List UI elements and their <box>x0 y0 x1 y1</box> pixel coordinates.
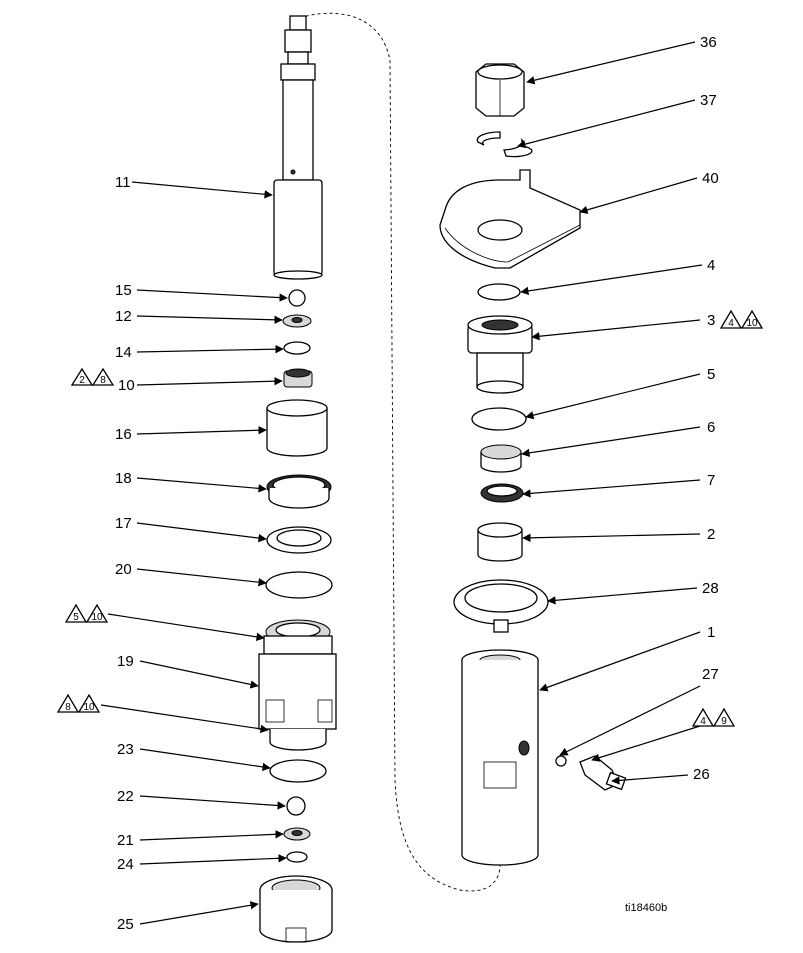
part-19-housing <box>258 619 337 751</box>
svg-text:9: 9 <box>721 716 727 727</box>
callout-22: 22 <box>117 788 134 805</box>
part-24-oring <box>286 851 308 863</box>
part-28-nut <box>453 579 549 633</box>
callout-26: 26 <box>693 766 710 783</box>
svg-text:10: 10 <box>746 318 758 329</box>
callout-7: 7 <box>707 472 715 489</box>
part-11-displacement-rod <box>273 15 323 280</box>
svg-text:10: 10 <box>83 702 95 713</box>
part-3-bushing <box>467 315 533 394</box>
assembly-path <box>299 12 501 892</box>
callout-1: 1 <box>707 624 715 641</box>
part-1-cylinder <box>461 649 539 866</box>
callout-28: 28 <box>702 580 719 597</box>
svg-text:5: 5 <box>73 612 79 623</box>
callout-19: 19 <box>117 653 134 670</box>
part-21-seat <box>283 827 311 841</box>
callout-25: 25 <box>117 916 134 933</box>
part-4-oring <box>477 283 521 301</box>
callout-4: 4 <box>707 257 715 274</box>
callout-18: 18 <box>115 470 132 487</box>
part-23-oring <box>269 759 327 783</box>
callout-14: 14 <box>115 344 132 361</box>
right-callout-labels: 36 37 40 4 3 5 6 7 2 28 1 27 26 <box>693 34 719 783</box>
part-25-cap <box>259 875 333 943</box>
part-15-ball <box>288 289 306 307</box>
warning-3: 4 10 <box>719 309 764 329</box>
callout-15: 15 <box>115 282 132 299</box>
callout-23: 23 <box>117 741 134 758</box>
warning-left-lower: 8 10 <box>56 693 101 713</box>
part-5-oring <box>471 407 527 431</box>
part-10-seat-housing <box>283 368 313 388</box>
part-16-bearing <box>266 399 328 457</box>
part-17-gland <box>266 526 332 554</box>
callout-2: 2 <box>707 526 715 543</box>
figure-id: ti18460b <box>625 902 667 914</box>
callout-12: 12 <box>115 308 132 325</box>
callout-40: 40 <box>702 170 719 187</box>
callout-24: 24 <box>117 856 134 873</box>
callout-11: 11 <box>115 174 131 191</box>
svg-text:4: 4 <box>728 318 734 329</box>
callout-6: 6 <box>707 419 715 436</box>
part-6-bearing <box>480 444 522 473</box>
callout-3: 3 <box>707 312 715 329</box>
part-40-plate <box>439 169 581 269</box>
callout-10: 10 <box>118 377 135 394</box>
svg-text:8: 8 <box>100 375 106 386</box>
callout-21: 21 <box>117 832 134 849</box>
part-18-packing <box>266 474 332 509</box>
part-37-clip <box>476 131 533 158</box>
part-20-oring <box>265 571 333 599</box>
part-27-washer <box>555 755 567 767</box>
svg-text:2: 2 <box>79 375 85 386</box>
part-12-seat <box>282 314 312 328</box>
callout-5: 5 <box>707 366 715 383</box>
part-14-oring <box>283 341 311 355</box>
warning-10: 2 8 <box>70 367 115 386</box>
part-7-seal <box>480 483 524 503</box>
svg-text:10: 10 <box>91 612 103 623</box>
warning-26: 4 9 <box>691 707 736 727</box>
callout-37: 37 <box>700 92 717 109</box>
callout-17: 17 <box>115 515 132 532</box>
part-22-ball <box>286 796 306 816</box>
left-callout-labels: 11 15 12 14 10 16 18 17 20 19 23 22 21 2… <box>115 174 135 933</box>
callout-27: 27 <box>702 666 719 683</box>
part-26-fitting <box>579 755 627 791</box>
part-2-sleeve <box>477 522 523 562</box>
svg-text:8: 8 <box>65 702 71 713</box>
callout-20: 20 <box>115 561 132 578</box>
part-36-nut <box>475 63 525 117</box>
leader-lines <box>100 41 703 925</box>
callout-16: 16 <box>115 426 132 443</box>
warning-left-upper: 5 10 <box>64 603 109 623</box>
svg-text:4: 4 <box>700 716 706 727</box>
callout-36: 36 <box>700 34 717 51</box>
